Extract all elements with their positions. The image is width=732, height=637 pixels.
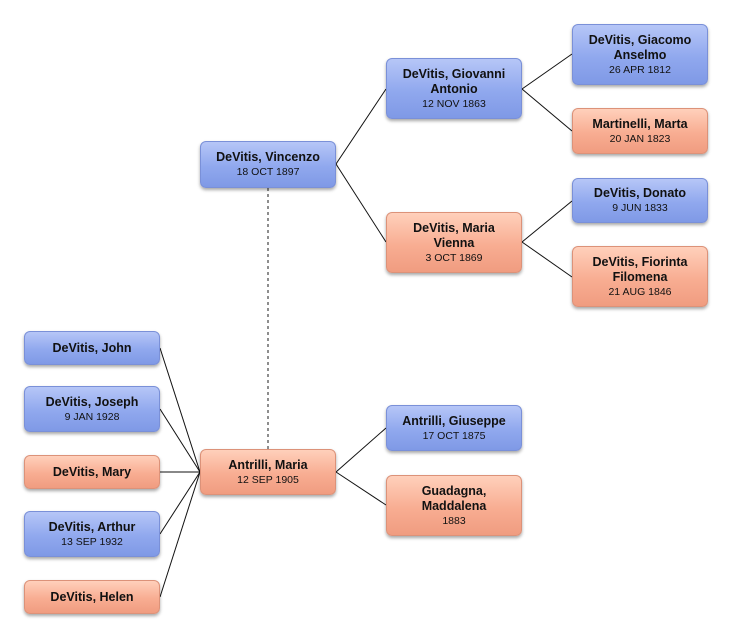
person-date: 13 SEP 1932 — [61, 535, 123, 548]
connector-line — [335, 88, 387, 165]
person-name: DeVitis, Joseph — [45, 394, 139, 409]
person-name: Antrilli, Giuseppe — [402, 413, 506, 428]
person-name: Martinelli, Marta — [592, 116, 688, 131]
person-name: DeVitis, Giovanni Antonio — [402, 66, 506, 96]
person-maria-vienna-devitis[interactable]: DeVitis, Maria Vienna 3 OCT 1869 — [386, 212, 522, 273]
connector-line — [521, 241, 573, 278]
connector-line — [159, 471, 201, 535]
person-joseph-devitis[interactable]: DeVitis, Joseph 9 JAN 1928 — [24, 386, 160, 432]
person-date: 12 SEP 1905 — [237, 473, 299, 486]
connector-line — [521, 53, 573, 90]
person-donato-devitis[interactable]: DeVitis, Donato 9 JUN 1833 — [572, 178, 708, 223]
person-name: DeVitis, Maria Vienna — [413, 220, 495, 250]
person-date: 3 OCT 1869 — [425, 251, 483, 264]
person-name: DeVitis, Giacomo Anselmo — [588, 32, 692, 62]
person-arthur-devitis[interactable]: DeVitis, Arthur 13 SEP 1932 — [24, 511, 160, 557]
person-date: 9 JAN 1928 — [64, 410, 120, 423]
person-name: DeVitis, Mary — [52, 464, 132, 479]
person-name: DeVitis, Fiorinta Filomena — [592, 254, 688, 284]
person-name: DeVitis, Helen — [50, 589, 134, 604]
person-maddalena-guadagna[interactable]: Guadagna, Maddalena 1883 — [386, 475, 522, 536]
connector-line — [521, 200, 573, 243]
person-giuseppe-antrilli[interactable]: Antrilli, Giuseppe 17 OCT 1875 — [386, 405, 522, 451]
person-john-devitis[interactable]: DeVitis, John — [24, 331, 160, 365]
connector-line — [159, 408, 201, 473]
person-date: 17 OCT 1875 — [422, 429, 486, 442]
person-name: DeVitis, Vincenzo — [216, 150, 320, 164]
connector-line — [335, 471, 387, 506]
person-marta-martinelli[interactable]: Martinelli, Marta 20 JAN 1823 — [572, 108, 708, 154]
person-name: Guadagna, Maddalena — [421, 483, 487, 513]
person-name: Antrilli, Maria — [228, 457, 308, 472]
connector-line — [159, 471, 201, 598]
person-date: 20 JAN 1823 — [609, 132, 671, 145]
person-mary-devitis[interactable]: DeVitis, Mary — [24, 455, 160, 489]
person-date: 12 NOV 1863 — [422, 97, 486, 110]
person-date: 26 APR 1812 — [609, 63, 671, 76]
person-date: 21 AUG 1846 — [608, 285, 672, 298]
person-giovanni-devitis[interactable]: DeVitis, Giovanni Antonio 12 NOV 1863 — [386, 58, 522, 119]
person-name: DeVitis, John — [52, 340, 132, 355]
person-maria-antrilli[interactable]: Antrilli, Maria 12 SEP 1905 — [200, 449, 336, 495]
person-vincenzo-devitis[interactable]: DeVitis, Vincenzo 18 OCT 1897 — [200, 141, 336, 188]
connector-line — [335, 163, 387, 243]
person-name: DeVitis, Donato — [593, 186, 687, 200]
person-date: 1883 — [442, 514, 466, 527]
person-fiorinta-devitis[interactable]: DeVitis, Fiorinta Filomena 21 AUG 1846 — [572, 246, 708, 307]
person-giacomo-devitis[interactable]: DeVitis, Giacomo Anselmo 26 APR 1812 — [572, 24, 708, 85]
connector-line — [159, 347, 201, 473]
person-date: 18 OCT 1897 — [236, 166, 300, 178]
person-helen-devitis[interactable]: DeVitis, Helen — [24, 580, 160, 614]
person-date: 9 JUN 1833 — [612, 202, 668, 214]
connector-line — [335, 427, 387, 473]
connector-line — [521, 88, 573, 132]
person-name: DeVitis, Arthur — [48, 519, 136, 534]
